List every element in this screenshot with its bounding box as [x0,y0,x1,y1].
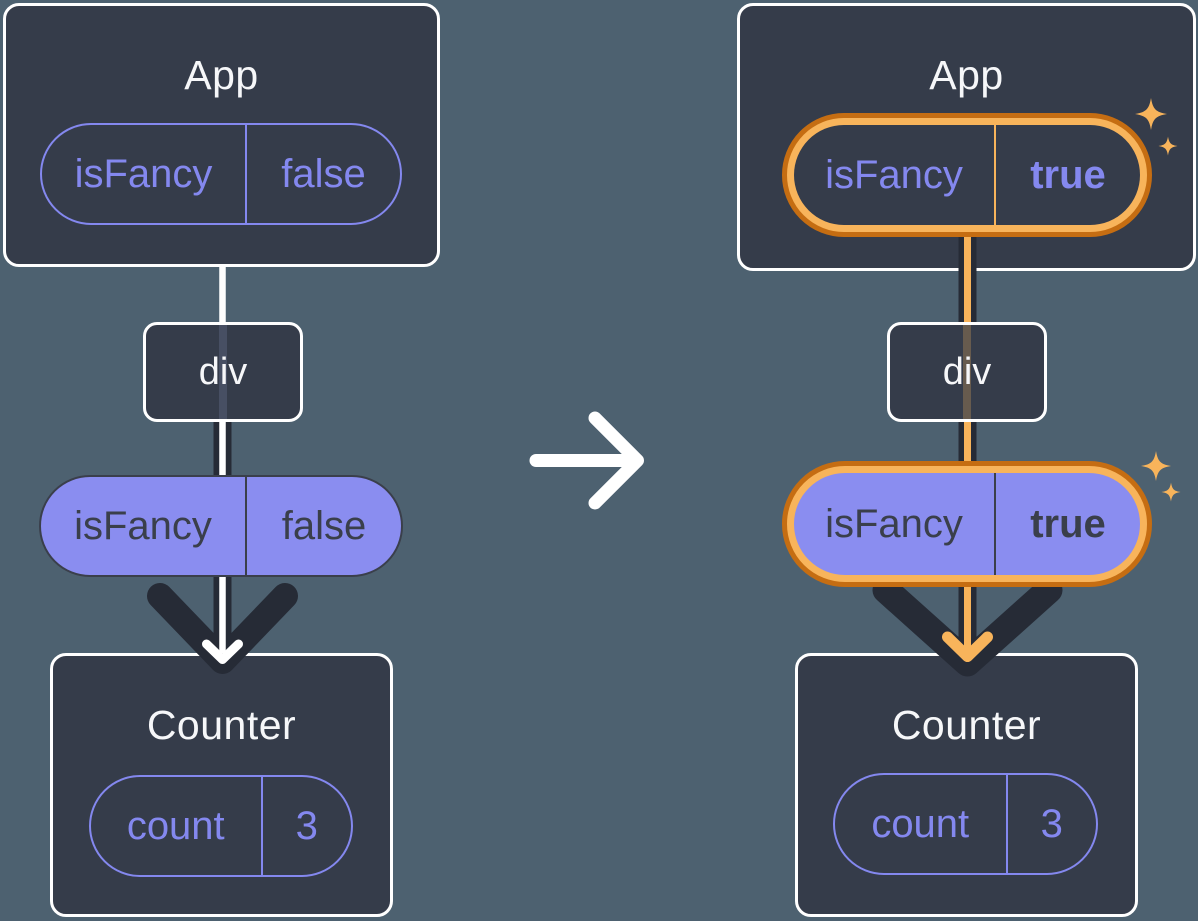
right-counter-title: Counter [891,702,1042,748]
state-value: 3 [1040,801,1063,846]
left-div-node: div [143,322,303,422]
left-counter-title: Counter [146,702,297,748]
left-counter-state-pill: count 3 [89,775,353,877]
prop-pill-sparkles-icon [1141,451,1181,502]
state-value: 3 [295,803,318,848]
right-passed-prop-pill-highlighted: isFancy true [782,461,1152,587]
transform-arrow-icon [529,411,644,510]
prop-name: isFancy [794,473,996,575]
right-counter-state-pill: count 3 [833,773,1098,875]
prop-name: isFancy [794,125,996,225]
prop-name: isFancy [42,125,247,223]
state-name: count [91,777,263,875]
left-app-title: App [184,52,259,98]
right-div-node: div [887,322,1047,422]
prop-value: false [281,151,366,196]
div-label: div [198,350,248,393]
right-app-prop-pill-highlighted: isFancy true [782,113,1152,237]
prop-value: true [1030,152,1106,197]
state-name: count [835,775,1008,873]
prop-name: isFancy [41,477,247,575]
prop-value: false [281,503,367,548]
right-app-title: App [929,52,1004,98]
prop-value: true [1030,501,1106,546]
left-flow-dark-arrowhead-icon [147,583,298,674]
div-label: div [942,350,992,393]
left-app-prop-pill: isFancy false [40,123,402,225]
left-passed-prop-pill: isFancy false [39,475,403,577]
